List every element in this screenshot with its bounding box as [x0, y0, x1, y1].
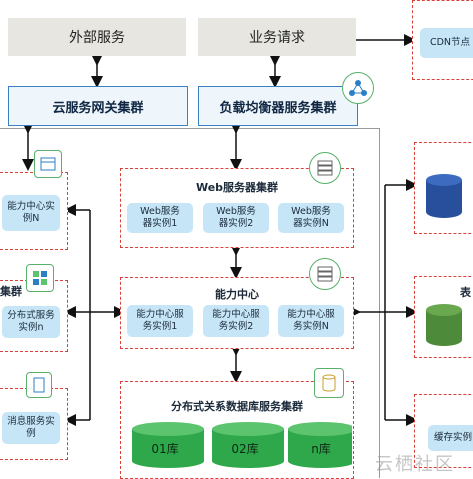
cloud-gateway-label: 云服务网关集群 [52, 100, 144, 116]
message-icon [26, 372, 52, 398]
load-balancer-label: 负载均衡器服务集群 [219, 100, 337, 116]
left-message-instance: 消息服务实 例 [2, 412, 60, 444]
business-request-label: 业务请求 [249, 30, 305, 46]
network-icon [342, 72, 374, 104]
web-instance-n-label: Web服务 器实例N [291, 206, 331, 229]
capability-instance-1: 能力中心服 务实例1 [127, 305, 193, 337]
db-cylinder-2 [212, 422, 284, 468]
external-service-label: 外部服务 [69, 30, 125, 46]
capability-center-title: 能力中心 [215, 288, 259, 301]
web-instance-2-label: Web服务 器实例2 [216, 206, 256, 229]
load-balancer-box: 负载均衡器服务集群 [198, 86, 358, 126]
grid-icon [26, 264, 54, 292]
main-frame [0, 128, 380, 478]
capability-instance-2: 能力中心服 务实例2 [203, 305, 269, 337]
web-instance-2: Web服务 器实例2 [203, 203, 269, 233]
left-capability-instance-label: 能力中心实 例N [7, 201, 55, 224]
cdn-node: CDN节点 [420, 28, 473, 58]
cdn-node-label: CDN节点 [429, 37, 471, 48]
db-cylinder-1 [132, 422, 204, 468]
database-icon [314, 368, 344, 398]
left-distributed-instance-label: 分布式服务 实例n [7, 310, 55, 333]
web-instance-n: Web服务 器实例N [278, 203, 344, 233]
capability-instance-2-label: 能力中心服 务实例2 [212, 309, 260, 332]
web-cluster-title: Web服务器集群 [195, 181, 279, 194]
server-icon [309, 258, 341, 290]
db-label-1: 01库 [151, 442, 179, 456]
watermark-text: 云栖社区 [375, 454, 455, 475]
cache-instance-label: 缓存实例 [433, 432, 472, 443]
left-distributed-instance: 分布式服务 实例n [2, 306, 60, 338]
left-capability-instance: 能力中心实 例N [2, 195, 60, 231]
db-label-2: 02库 [231, 442, 259, 456]
right-table-partial-title: 表 [460, 286, 471, 299]
database-cluster-title: 分布式关系数据库服务集群 [171, 400, 303, 413]
capability-instance-1-label: 能力中心服 务实例1 [136, 309, 184, 332]
db-cylinders [132, 422, 352, 468]
capability-instance-n-label: 能力中心服 务实例N [287, 309, 335, 332]
left-distributed-partial-title: 集群 [0, 285, 22, 298]
server-icon [309, 152, 341, 184]
cache-instance: 缓存实例 [428, 425, 473, 451]
business-request-box: 业务请求 [198, 18, 356, 56]
server-icon [34, 150, 62, 178]
capability-instance-n: 能力中心服 务实例N [278, 305, 344, 337]
green-cylinder [426, 304, 462, 346]
cloud-gateway-box: 云服务网关集群 [8, 86, 188, 126]
web-instance-1-label: Web服务 器实例1 [140, 206, 180, 229]
blue-cylinder [426, 174, 462, 218]
left-message-instance-label: 消息服务实 例 [7, 416, 55, 439]
web-instance-1: Web服务 器实例1 [127, 203, 193, 233]
db-cylinder-n [288, 422, 352, 468]
external-service-box: 外部服务 [8, 18, 186, 56]
db-label-n: n库 [311, 442, 331, 456]
